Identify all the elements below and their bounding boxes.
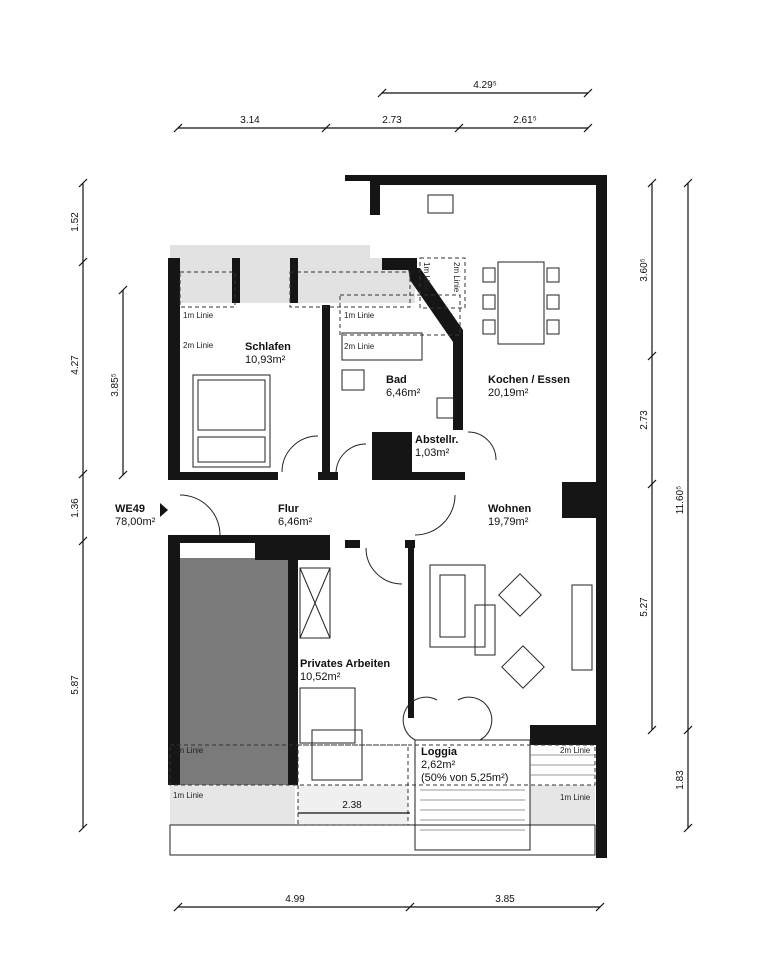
line-label: 2m Linie (452, 262, 461, 293)
dark-area (170, 558, 288, 785)
room-area-bad: 6,46m² (386, 387, 421, 399)
room-name-flur: Flur (278, 503, 299, 515)
dim-bottom: 3.85 (495, 894, 515, 905)
line-label: 2m Linie (183, 341, 214, 350)
dim-top: 2.61⁵ (513, 115, 537, 126)
room-name-schlafen: Schlafen (245, 341, 291, 353)
unit-id: WE49 (115, 503, 145, 515)
line-label: 1m Linie (173, 791, 204, 800)
dim-left: 4.27 (70, 355, 81, 375)
dim-right: 5.27 (639, 597, 650, 617)
dim-top: 3.14 (240, 115, 260, 126)
furniture (169, 194, 596, 856)
room-area-loggia: 2,62m² (421, 759, 456, 771)
dim-left: 5.87 (70, 675, 81, 695)
walls (168, 175, 607, 858)
line-label: 2m Linie (173, 746, 204, 755)
room-name-loggia: Loggia (421, 746, 458, 758)
dim-right: 2.73 (639, 410, 650, 430)
room-name-arbeiten: Privates Arbeiten (300, 658, 390, 670)
dim-right: 3.60⁵ (639, 258, 650, 282)
line-label: 2m Linie (344, 342, 375, 351)
unit-area: 78,00m² (115, 516, 156, 528)
dimension-ticks (78, 88, 693, 912)
gray-strip (530, 785, 595, 825)
room-name-bad: Bad (386, 374, 407, 386)
room-area-schlafen: 10,93m² (245, 354, 286, 366)
dim-top: 2.73 (382, 115, 402, 126)
room-area-flur: 6,46m² (278, 516, 313, 528)
dim-right: 1.83 (675, 770, 686, 790)
dim-left: 1.52 (70, 212, 81, 232)
dimension-lines (82, 92, 689, 908)
room-name-wohnen: Wohnen (488, 503, 531, 515)
dim-left: 3.85⁵ (110, 373, 121, 397)
room-area-kochen: 20,19m² (488, 387, 529, 399)
dim-top: 4.29⁵ (473, 80, 497, 91)
room-area-wohnen: 19,79m² (488, 516, 529, 528)
dim-left: 1.36 (70, 498, 81, 518)
room-name-kochen: Kochen / Essen (488, 374, 570, 386)
gray-strip (298, 785, 408, 825)
gray-strip (170, 785, 295, 825)
room-note-loggia: (50% von 5,25m²) (421, 772, 508, 784)
hatching (420, 754, 595, 831)
line-label: 1m Linie (344, 311, 375, 320)
room-name-abstellraum: Abstellr. (415, 434, 458, 446)
line-label: 1m Linie (183, 311, 214, 320)
dim-bottom: 2.38 (342, 800, 362, 811)
dim-bottom: 4.99 (285, 894, 305, 905)
dim-right: 11.60⁵ (675, 486, 686, 514)
line-label: 1m Linie (560, 793, 591, 802)
room-area-arbeiten: 10,52m² (300, 671, 341, 683)
room-area-abstellraum: 1,03m² (415, 447, 450, 459)
line-label: 2m Linie (560, 746, 591, 755)
entrance-arrow-icon (160, 503, 168, 517)
line-label: 1m Linie (422, 262, 431, 293)
